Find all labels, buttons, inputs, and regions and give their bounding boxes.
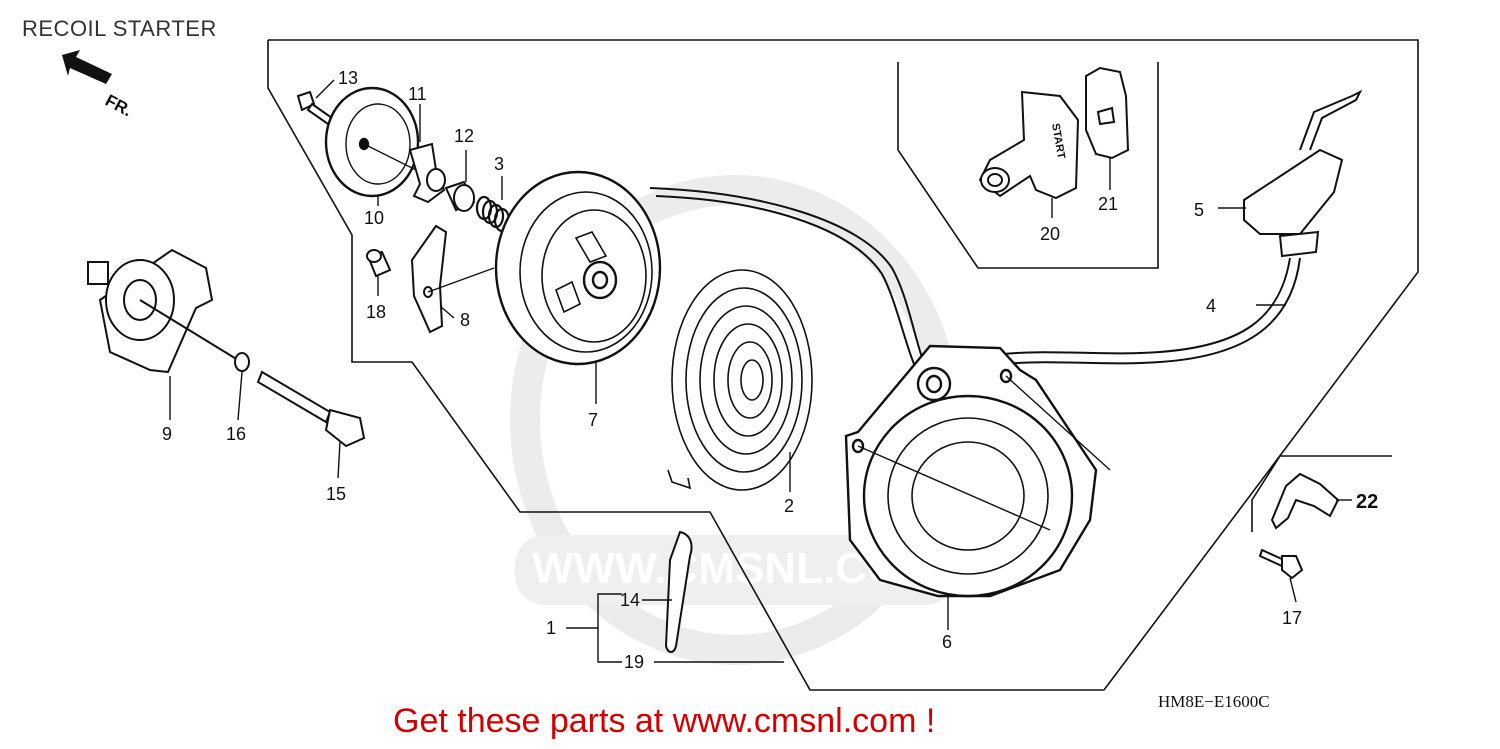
callout-14: 14	[620, 590, 640, 610]
leader-lines	[169, 79, 1352, 663]
callout-6: 6	[942, 632, 952, 652]
bolt-part-17	[1258, 548, 1304, 580]
clamp-part-22	[1270, 472, 1340, 530]
callout-15: 15	[326, 484, 346, 504]
callout-12: 12	[454, 126, 474, 146]
callout-7: 7	[588, 410, 598, 430]
bolt-part-13	[296, 90, 334, 126]
direction-label: FR.	[102, 91, 135, 121]
callout-2: 2	[784, 496, 794, 516]
pin-part-18	[366, 249, 392, 278]
callout-9: 9	[162, 424, 172, 444]
callout-20: 20	[1040, 224, 1060, 244]
callout-19: 19	[624, 652, 644, 672]
front-direction-arrow: FR.	[62, 50, 135, 120]
recoil-spring-part-2	[667, 269, 813, 491]
ratchet-part-11	[408, 142, 446, 204]
handle-cap-part-21	[1085, 66, 1130, 160]
callout-4: 4	[1206, 296, 1216, 316]
starter-pulley-part-9	[87, 248, 239, 374]
callout-10: 10	[364, 208, 384, 228]
callout-22: 22	[1356, 491, 1378, 513]
collar-part-12	[444, 180, 476, 212]
handle-part-5	[1243, 89, 1363, 258]
promo-link-text[interactable]: Get these parts at www.cmsnl.com !	[393, 702, 936, 740]
callout-21: 21	[1098, 194, 1118, 214]
start-handle-part-20: START	[978, 90, 1080, 200]
callout-8: 8	[460, 310, 470, 330]
callout-16: 16	[226, 424, 246, 444]
washer-part-16	[234, 352, 250, 372]
callout-13: 13	[338, 68, 358, 88]
callout-3: 3	[494, 154, 504, 174]
callout-1: 1	[546, 618, 556, 638]
callout-18: 18	[366, 302, 386, 322]
callout-11: 11	[408, 84, 427, 104]
starter-case-part-6	[844, 344, 1111, 598]
callout-5: 5	[1194, 200, 1204, 220]
reference-code: HM8E−E1600C	[1158, 692, 1270, 711]
reel-part-7	[494, 170, 662, 366]
callout-17: 17	[1282, 608, 1302, 628]
assembly-outline	[267, 39, 1419, 691]
ratchet-pawl-part-8	[410, 224, 495, 334]
label-part-14	[664, 530, 693, 653]
callout-labels: 13 11 12 3 10 18 8 7 9 16 15 2 6 5 4 20 …	[162, 68, 1378, 672]
bolt-part-15	[256, 370, 366, 448]
diagram-title: RECOIL STARTER	[22, 16, 217, 41]
